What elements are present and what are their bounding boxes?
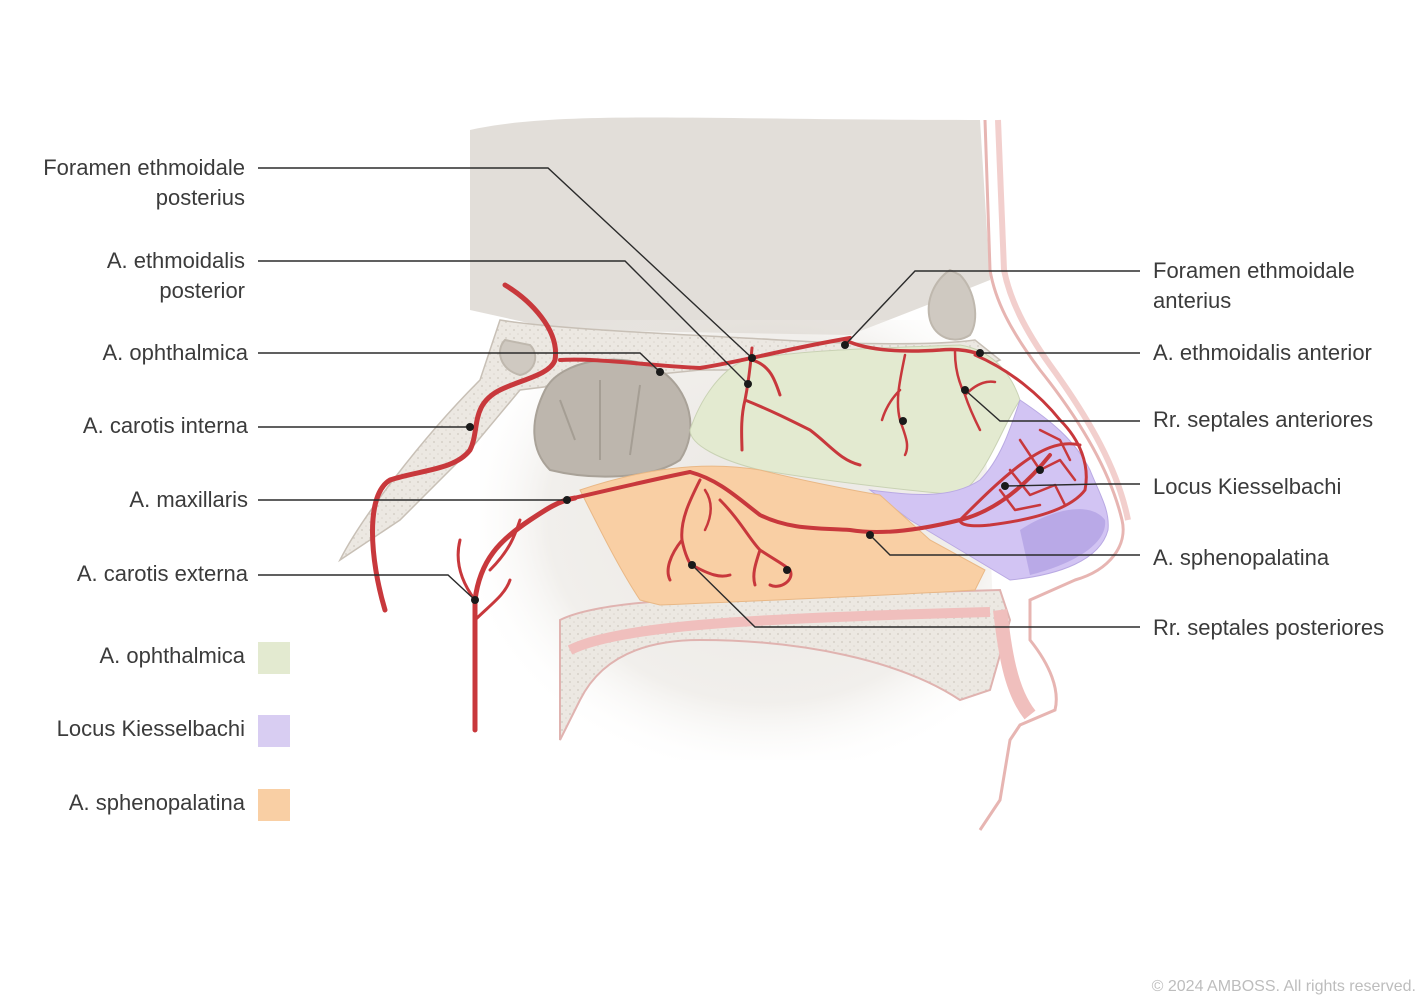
artery-carotis-interna <box>370 282 559 613</box>
leader-a-carotis-externa <box>258 574 476 601</box>
label-a-carotis-externa: A. carotis externa <box>77 559 248 589</box>
label-a-carotis-interna: A. carotis interna <box>83 411 248 441</box>
legend-swatch-ophthalmica <box>258 642 290 674</box>
label-line: Locus Kiesselbachi <box>1153 474 1342 499</box>
label-a-ophthalmica: A. ophthalmica <box>102 338 248 368</box>
leader-a-sphenopalatina <box>869 534 1140 556</box>
label-line: A. ophthalmica <box>102 340 248 365</box>
label-line: anterius <box>1153 288 1232 313</box>
leader-a-ethmoidalis-posterior <box>258 260 749 385</box>
legend-label-ophthalmica: A. ophthalmica <box>99 643 245 668</box>
leader-locus-kiesselbachi <box>1004 483 1140 487</box>
label-rr-septales-posteriores: Rr. septales posteriores <box>1153 613 1384 643</box>
leader-rr-septales-anteriores <box>964 389 1140 422</box>
legend-swatch-kiesselbachi <box>258 715 290 747</box>
label-line: A. ethmoidalis <box>106 248 245 273</box>
label-line: posterius <box>155 185 245 210</box>
label-line: A. carotis interna <box>82 413 248 438</box>
nose-skin <box>978 119 1131 831</box>
label-line: A. carotis externa <box>76 561 248 586</box>
label-a-ethmoidalis-posterior: A. ethmoidalis posterior <box>107 246 245 306</box>
leader-foramen-ethmoidale-anterius <box>844 270 1140 346</box>
leader-rr-septales-posteriores <box>691 564 1140 628</box>
label-line: Foramen ethmoidale <box>43 155 245 180</box>
artery-maxillaris <box>563 470 692 502</box>
label-foramen-ethmoidale-posterius: Foramen ethmoidale posterius <box>43 153 245 213</box>
copyright-notice: © 2024 AMBOSS. All rights reserved. <box>1151 978 1416 995</box>
label-a-ethmoidalis-anterior: A. ethmoidalis anterior <box>1153 338 1372 368</box>
sphenoid-sinus <box>533 358 692 478</box>
label-rr-septales-anteriores: Rr. septales anteriores <box>1153 405 1373 435</box>
label-line: A. ethmoidalis anterior <box>1153 340 1372 365</box>
leader-endpoints <box>466 341 1044 604</box>
label-locus-kiesselbachi: Locus Kiesselbachi <box>1153 472 1341 502</box>
label-line: posterior <box>159 278 245 303</box>
legend-label-kiesselbachi: Locus Kiesselbachi <box>56 716 245 741</box>
label-line: A. maxillaris <box>129 487 248 512</box>
leader-a-ophthalmica <box>258 352 661 373</box>
label-line: A. sphenopalatina <box>1153 545 1330 570</box>
leader-foramen-ethmoidale-posterius <box>258 167 753 359</box>
artery-carotis-externa <box>472 495 578 733</box>
label-a-sphenopalatina: A. sphenopalatina <box>1153 543 1329 573</box>
leader-lines <box>258 167 1140 628</box>
label-line: Foramen ethmoidale <box>1153 258 1355 283</box>
artery-ophthalmica <box>558 336 852 370</box>
legend-label-sphenopalatina: A. sphenopalatina <box>68 790 245 815</box>
label-foramen-ethmoidale-anterius: Foramen ethmoidale anterius <box>1153 256 1355 316</box>
artery-sphenopalatina <box>688 453 1052 534</box>
label-line: Rr. septales posteriores <box>1153 615 1385 640</box>
label-a-maxillaris: A. maxillaris <box>129 485 248 515</box>
label-line: Rr. septales anteriores <box>1153 407 1374 432</box>
region-sphenopalatina <box>579 465 986 606</box>
legend-swatch-sphenopalatina <box>258 789 290 821</box>
